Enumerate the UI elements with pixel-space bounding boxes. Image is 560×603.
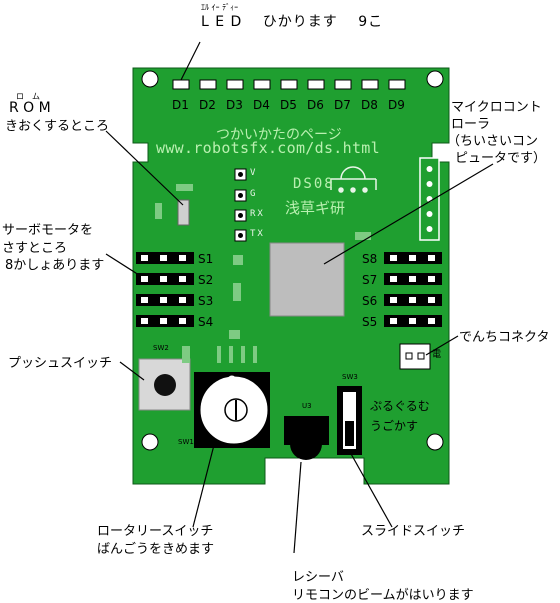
receiver-silk — [330, 166, 377, 193]
slide-switch — [337, 386, 362, 455]
rotary-digit: 0 — [227, 374, 237, 390]
mount-hole — [426, 433, 444, 451]
servo-annotation-3: 8かしょあります — [5, 258, 105, 273]
micro-label-4: ピュータです） — [455, 151, 547, 166]
ir-receiver — [284, 416, 329, 460]
rom-title: R O M — [9, 100, 51, 116]
led-label: D8 — [361, 98, 378, 112]
led-label: D2 — [199, 98, 216, 112]
silk-url: www.robotsfx.com/ds.html — [156, 139, 380, 157]
sw1-label: SW1 — [178, 438, 194, 446]
u3-label: U3 — [302, 402, 312, 410]
servo-label-s4: S4 — [198, 315, 214, 329]
micro-label-2: ローラ — [451, 117, 491, 132]
power-annotation: でんちコネクタ — [459, 330, 550, 345]
micro-label-1: マイクロコント — [451, 100, 542, 115]
led-ruby: ｴﾙ ｲｰ ﾃﾞｨｰ — [201, 3, 239, 12]
sw2-label: SW2 — [153, 344, 169, 352]
servo-label-s3: S3 — [198, 294, 214, 308]
io-header — [234, 168, 247, 242]
rotary-annotation-1: ロータリースイッチ — [97, 524, 214, 539]
servo-label-s5: S5 — [362, 315, 378, 329]
power-mark: 電 — [432, 350, 442, 360]
mount-hole — [141, 70, 159, 88]
rotary-annotation-2: ばんごうをきめます — [97, 542, 215, 557]
rom-desc: きおくするところ — [5, 119, 110, 134]
servo-header-left — [136, 252, 194, 327]
silk-title: つかいかたのページ — [216, 127, 342, 143]
icsp-header — [419, 157, 440, 241]
push-switch — [138, 358, 191, 411]
receiver-annotation-1: レシーバ — [292, 570, 344, 585]
servo-label-s8: S8 — [362, 252, 378, 266]
led-label: D1 — [172, 98, 189, 112]
slide-annotation: スライドスイッチ — [361, 524, 466, 539]
slide-desc-2: うごかす — [370, 419, 419, 433]
mount-hole — [426, 70, 444, 88]
led-label: D6 — [307, 98, 324, 112]
led-label: D5 — [280, 98, 297, 112]
slide-desc-1: ぷるぐるむ — [370, 399, 430, 413]
led-label: D3 — [226, 98, 243, 112]
leader-lines — [105, 41, 494, 554]
rom-ruby: ロ ム — [16, 92, 40, 101]
io-label-tx: TX — [250, 229, 265, 239]
mount-hole — [141, 433, 159, 451]
servo-label-s7: S7 — [362, 273, 378, 287]
servo-label-s6: S6 — [362, 294, 378, 308]
led-row — [172, 79, 406, 90]
servo-header-right — [384, 252, 442, 327]
rom-chip — [177, 199, 190, 226]
rotary-switch — [194, 372, 270, 448]
receiver-annotation-2: リモコンのビームがはいります — [292, 588, 474, 603]
io-label-rx: RX — [250, 209, 265, 219]
push-annotation: プッシュスイッチ — [8, 356, 113, 371]
micro-label-3: （ちいさいコン — [447, 134, 539, 149]
io-label-v: V — [250, 168, 256, 178]
microcontroller-chip — [269, 242, 345, 317]
servo-label-s1: S1 — [198, 252, 214, 266]
led-annotation: L E D ひかります 9こ — [201, 14, 384, 30]
servo-label-s2: S2 — [198, 273, 214, 287]
power-connector — [399, 343, 431, 370]
led-label: D7 — [334, 98, 351, 112]
led-label: D9 — [388, 98, 405, 112]
silk-maker: 浅草ギ研 — [285, 199, 346, 217]
sw3-label: SW3 — [342, 373, 358, 381]
led-label: D4 — [253, 98, 270, 112]
servo-annotation-1: サーボモータを — [2, 223, 94, 238]
servo-annotation-2: さすところ — [2, 241, 68, 256]
io-label-g: G — [250, 189, 256, 199]
silk-model: DS08 — [293, 176, 335, 192]
